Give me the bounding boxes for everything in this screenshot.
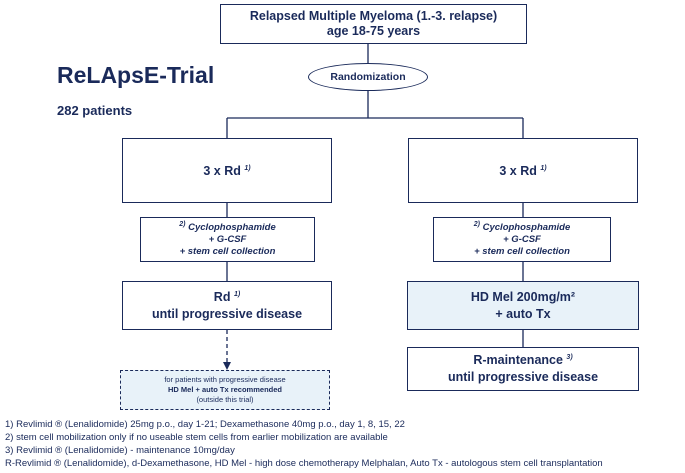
right-transplant-line1: HD Mel 200mg/m² (470, 289, 576, 304)
title-line2: age 18-75 years (326, 24, 421, 38)
right-maintenance-box: R-maintenance 3) until progressive disea… (407, 347, 639, 391)
pd-line1: for patients with progressive disease (164, 375, 286, 384)
trial-name: ReLApsE-Trial (57, 62, 215, 88)
right-transplant-line2: + auto Tx (495, 306, 551, 321)
patient-count: 282 patients (57, 103, 133, 118)
right-transplant-box: HD Mel 200mg/m² + auto Tx (407, 281, 639, 330)
left-mobilization-note: 2) (179, 220, 186, 228)
left-maintenance-line2: until progressive disease (151, 306, 303, 321)
left-induction-label: 3 x Rd (203, 163, 241, 178)
left-maintenance-box: Rd 1) until progressive disease (122, 281, 332, 330)
right-mobilization-note: 2) (473, 220, 480, 228)
footnote-1: 1) Revlimid ® (Lenalidomide) 25mg p.o., … (5, 419, 405, 430)
right-mobilization-box: 2) Cyclophosphamide + G-CSF + stem cell … (433, 217, 611, 262)
randomization-node: Randomization (308, 63, 428, 91)
footnotes: 1) Revlimid ® (Lenalidomide) 25mg p.o., … (5, 418, 603, 470)
title-box: Relapsed Multiple Myeloma (1.-3. relapse… (220, 4, 527, 44)
right-induction-box: 3 x Rd 1) (408, 138, 638, 203)
arrowhead-pd (223, 362, 231, 370)
right-maintenance-note: 3) (566, 353, 573, 361)
right-maintenance-line2: until progressive disease (447, 370, 599, 384)
left-mobilization-line3: + stem cell collection (179, 245, 276, 257)
right-induction-note: 1) (540, 164, 547, 172)
left-mobilization-line2: + G-CSF (208, 233, 247, 245)
pd-line2: HD Mel + auto Tx recommended (168, 385, 282, 394)
title-line1: Relapsed Multiple Myeloma (1.-3. relapse… (249, 9, 498, 23)
randomization-label: Randomization (330, 71, 406, 83)
left-induction-box: 3 x Rd 1) (122, 138, 332, 203)
right-induction-label: 3 x Rd (499, 163, 537, 178)
pd-line3: (outside this trial) (196, 395, 254, 404)
right-mobilization-line3: + stem cell collection (474, 245, 570, 257)
left-maintenance-note: 1) (233, 290, 241, 298)
right-mobilization-line1: Cyclophosphamide (482, 221, 571, 233)
footnote-abbreviations: R-Revlimid ® (Lenalidomide), d-Dexametha… (5, 458, 603, 469)
left-maintenance-line1: Rd (213, 289, 231, 304)
left-mobilization-box: 2) Cyclophosphamide + G-CSF + stem cell … (140, 217, 315, 262)
footnote-2: 2) stem cell mobilization only if no use… (5, 432, 388, 443)
right-mobilization-line2: + G-CSF (503, 233, 541, 245)
left-mobilization-line1: Cyclophosphamide (188, 221, 276, 233)
left-induction-note: 1) (244, 164, 251, 172)
right-maintenance-line1: R-maintenance (473, 353, 563, 367)
progressive-disease-box: for patients with progressive disease HD… (120, 370, 330, 410)
footnote-3: 3) Revlimid ® (Lenalidomide) - maintenan… (5, 445, 235, 456)
